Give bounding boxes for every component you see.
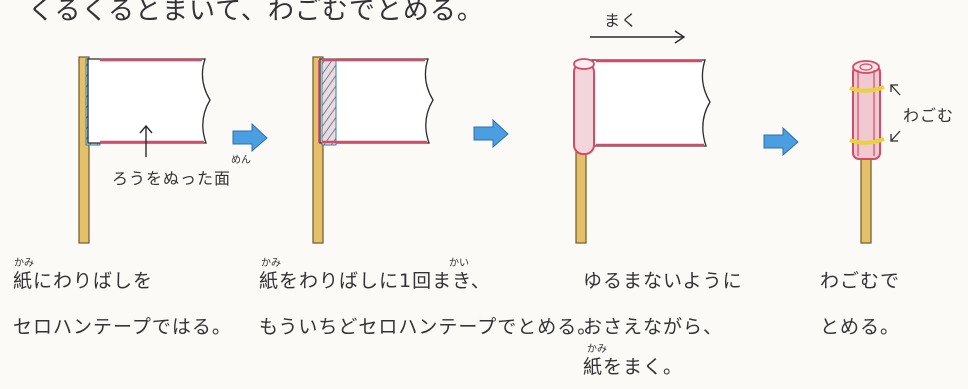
caption3-ruby: かみ <box>587 344 607 355</box>
paper-2 <box>319 58 434 144</box>
step-arrow-2 <box>473 118 509 149</box>
step-arrow-3 <box>763 126 799 157</box>
label-ruby-1: めん <box>231 155 251 166</box>
tape-2 <box>321 58 337 146</box>
caption1-line2: セロハンテープではる。 <box>13 316 232 338</box>
caption3-line1: ゆるまないように <box>583 270 743 292</box>
step-arrow-1 <box>232 122 268 153</box>
step4-drawing <box>849 60 901 244</box>
paper-3 <box>589 59 711 147</box>
step1-drawing <box>78 56 211 244</box>
caption2-line1: 紙をわりばしに1回まき、 <box>259 270 491 292</box>
caption1-ruby: かみ <box>14 258 34 269</box>
chopstick-4 <box>860 149 872 244</box>
paper-roll-3 <box>573 62 595 155</box>
caption1-line1: 紙にわりばしを <box>13 270 154 292</box>
caption2-ruby1: かみ <box>261 258 281 269</box>
roll-label: まく <box>604 11 639 30</box>
paper-roll-4 <box>852 65 881 160</box>
caption4-line1: わごむで <box>820 270 901 292</box>
rubber-band-label: わごむ <box>903 106 955 125</box>
chopstick-2 <box>312 56 324 244</box>
caption4-line2: とめる。 <box>820 316 901 338</box>
rubber-band-bottom <box>849 137 885 145</box>
wax-surface-label: ろうをぬった面 <box>112 169 232 188</box>
caption2-ruby2: かい <box>449 258 469 269</box>
header-text: くるくるとまいて、わごむでとめる。 <box>28 0 484 26</box>
caption2-line2: もういちどセロハンテープでとめる。 <box>259 316 598 338</box>
chopstick-3 <box>575 149 587 244</box>
caption3-line2: おさえながら、 <box>583 316 724 338</box>
step2-drawing <box>312 56 434 244</box>
chopstick-1 <box>78 56 90 244</box>
caption3-line3: 紙をまく。 <box>583 356 684 378</box>
rubber-band-top <box>849 85 885 93</box>
paper-1 <box>87 58 211 144</box>
step3-drawing <box>573 30 711 244</box>
